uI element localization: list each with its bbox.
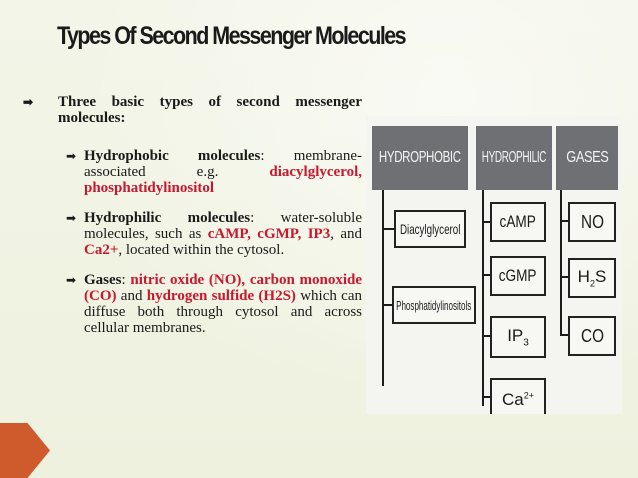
separator: , bbox=[247, 226, 258, 242]
example-co: carbon monoxide (CO) bbox=[84, 272, 362, 304]
box-cgmp: cGMP bbox=[490, 256, 546, 296]
header-hydrophilic-label: HYDROPHILIC bbox=[481, 149, 547, 166]
connector bbox=[482, 335, 490, 337]
example-ca2: Ca2+ bbox=[84, 242, 119, 258]
gases-tail: which can diffuse both through cytosol a… bbox=[84, 288, 362, 336]
separator: , bbox=[297, 226, 308, 242]
arrow-bullet-icon: ➡ bbox=[66, 211, 77, 225]
h2s-subscript: 2 bbox=[589, 278, 595, 289]
box-co-label: CO bbox=[580, 325, 604, 346]
hydrophobic-text: membrane-associated e.g. bbox=[84, 148, 362, 180]
header-hydrophobic-label: HYDROPHOBIC bbox=[379, 149, 461, 166]
box-ca2-label: Ca2+ bbox=[502, 390, 534, 410]
header-gases: GASES bbox=[556, 126, 618, 190]
connector bbox=[482, 221, 490, 223]
ip-text: IP bbox=[507, 325, 524, 345]
box-diacylglycerol: Diacylglycerol bbox=[394, 210, 466, 248]
connector bbox=[482, 274, 490, 276]
hydrophilic-bullet: ➡ Hydrophilic molecules: water-soluble m… bbox=[20, 210, 362, 258]
box-h2s: H2S bbox=[568, 258, 616, 298]
arrow-bullet-icon: ➡ bbox=[66, 273, 77, 287]
box-co: CO bbox=[568, 316, 616, 356]
connector bbox=[560, 276, 568, 278]
hydrophobic-label: Hydrophobic molecules bbox=[84, 148, 261, 164]
box-ca2: Ca2+ bbox=[490, 378, 546, 414]
header-hydrophobic: HYDROPHOBIC bbox=[372, 126, 468, 190]
gases-label: Gases bbox=[84, 272, 122, 288]
example-cgmp: cGMP bbox=[257, 226, 298, 242]
box-phosphatidylinositols: Phosphatidylinositols bbox=[392, 286, 476, 324]
hydrophilic-label: Hydrophilic molecules bbox=[84, 210, 251, 226]
example-no: nitric oxide (NO) bbox=[130, 272, 242, 288]
gases-bullet: ➡ Gases: nitric oxide (NO), carbon monox… bbox=[20, 272, 362, 336]
box-no-label: NO bbox=[580, 211, 604, 232]
hydrophilic-tail: , located within the cytosol. bbox=[118, 242, 285, 258]
intro-bullet: ➡ Three basic types of second messenger … bbox=[20, 94, 362, 126]
connector bbox=[482, 396, 490, 398]
connector bbox=[382, 228, 394, 230]
slide-title: Types Of Second Messenger Molecules bbox=[57, 22, 407, 50]
connector bbox=[560, 334, 568, 336]
ip-subscript: 3 bbox=[523, 337, 529, 349]
hydrophobic-colon: : bbox=[260, 148, 265, 164]
separator: and bbox=[116, 288, 147, 304]
connector bbox=[560, 220, 568, 222]
hydrophilic-text: : water-soluble molecules, such as bbox=[84, 210, 362, 242]
header-hydrophilic: HYDROPHILIC bbox=[476, 126, 552, 190]
intro-text: Three basic types of second messenger mo… bbox=[58, 94, 362, 126]
h-text: H bbox=[577, 267, 590, 287]
example-phosphatidylinositol: phosphatidylinositol bbox=[84, 180, 215, 196]
box-h2s-label: H2S bbox=[578, 267, 607, 288]
box-no: NO bbox=[568, 202, 616, 242]
separator: , and bbox=[330, 226, 362, 242]
hydrophobic-column-line bbox=[382, 186, 384, 386]
box-camp: cAMP bbox=[490, 202, 546, 242]
hydrophobic-bullet: ➡ Hydrophobic molecules: membrane-associ… bbox=[20, 148, 362, 196]
arrow-bullet-icon: ➡ bbox=[66, 149, 77, 163]
ca-superscript: 2+ bbox=[523, 390, 534, 401]
example-camp: cAMP bbox=[207, 226, 248, 242]
example-ip3: IP3 bbox=[307, 226, 331, 242]
box-cgmp-label: cGMP bbox=[499, 266, 537, 285]
example-h2s: hydrogen sulfide (H2S) bbox=[146, 288, 296, 304]
connector bbox=[382, 304, 394, 306]
box-ip3: IP3 bbox=[490, 316, 546, 358]
separator: , bbox=[241, 272, 250, 288]
s-text: S bbox=[594, 267, 607, 287]
box-phosphatidylinositols-label: Phosphatidylinositols bbox=[396, 297, 472, 313]
ca-text: Ca bbox=[502, 390, 524, 409]
separator: , bbox=[358, 164, 362, 180]
box-camp-label: cAMP bbox=[499, 212, 537, 231]
classification-figure: HYDROPHOBIC HYDROPHILIC GASES Diacylglyc… bbox=[366, 116, 622, 414]
arrow-bullet-icon: ➡ bbox=[23, 95, 34, 109]
gases-text: : bbox=[121, 272, 131, 288]
bullet-list: ➡ Three basic types of second messenger … bbox=[20, 94, 362, 336]
header-gases-label: GASES bbox=[565, 149, 609, 166]
box-diacylglycerol-label: Diacylglycerol bbox=[399, 221, 461, 237]
gases-column-line bbox=[560, 186, 562, 336]
box-ip3-label: IP3 bbox=[507, 326, 529, 348]
hydrophilic-column-line bbox=[482, 186, 484, 406]
example-diacylglycerol: diacylglycerol bbox=[269, 164, 359, 180]
